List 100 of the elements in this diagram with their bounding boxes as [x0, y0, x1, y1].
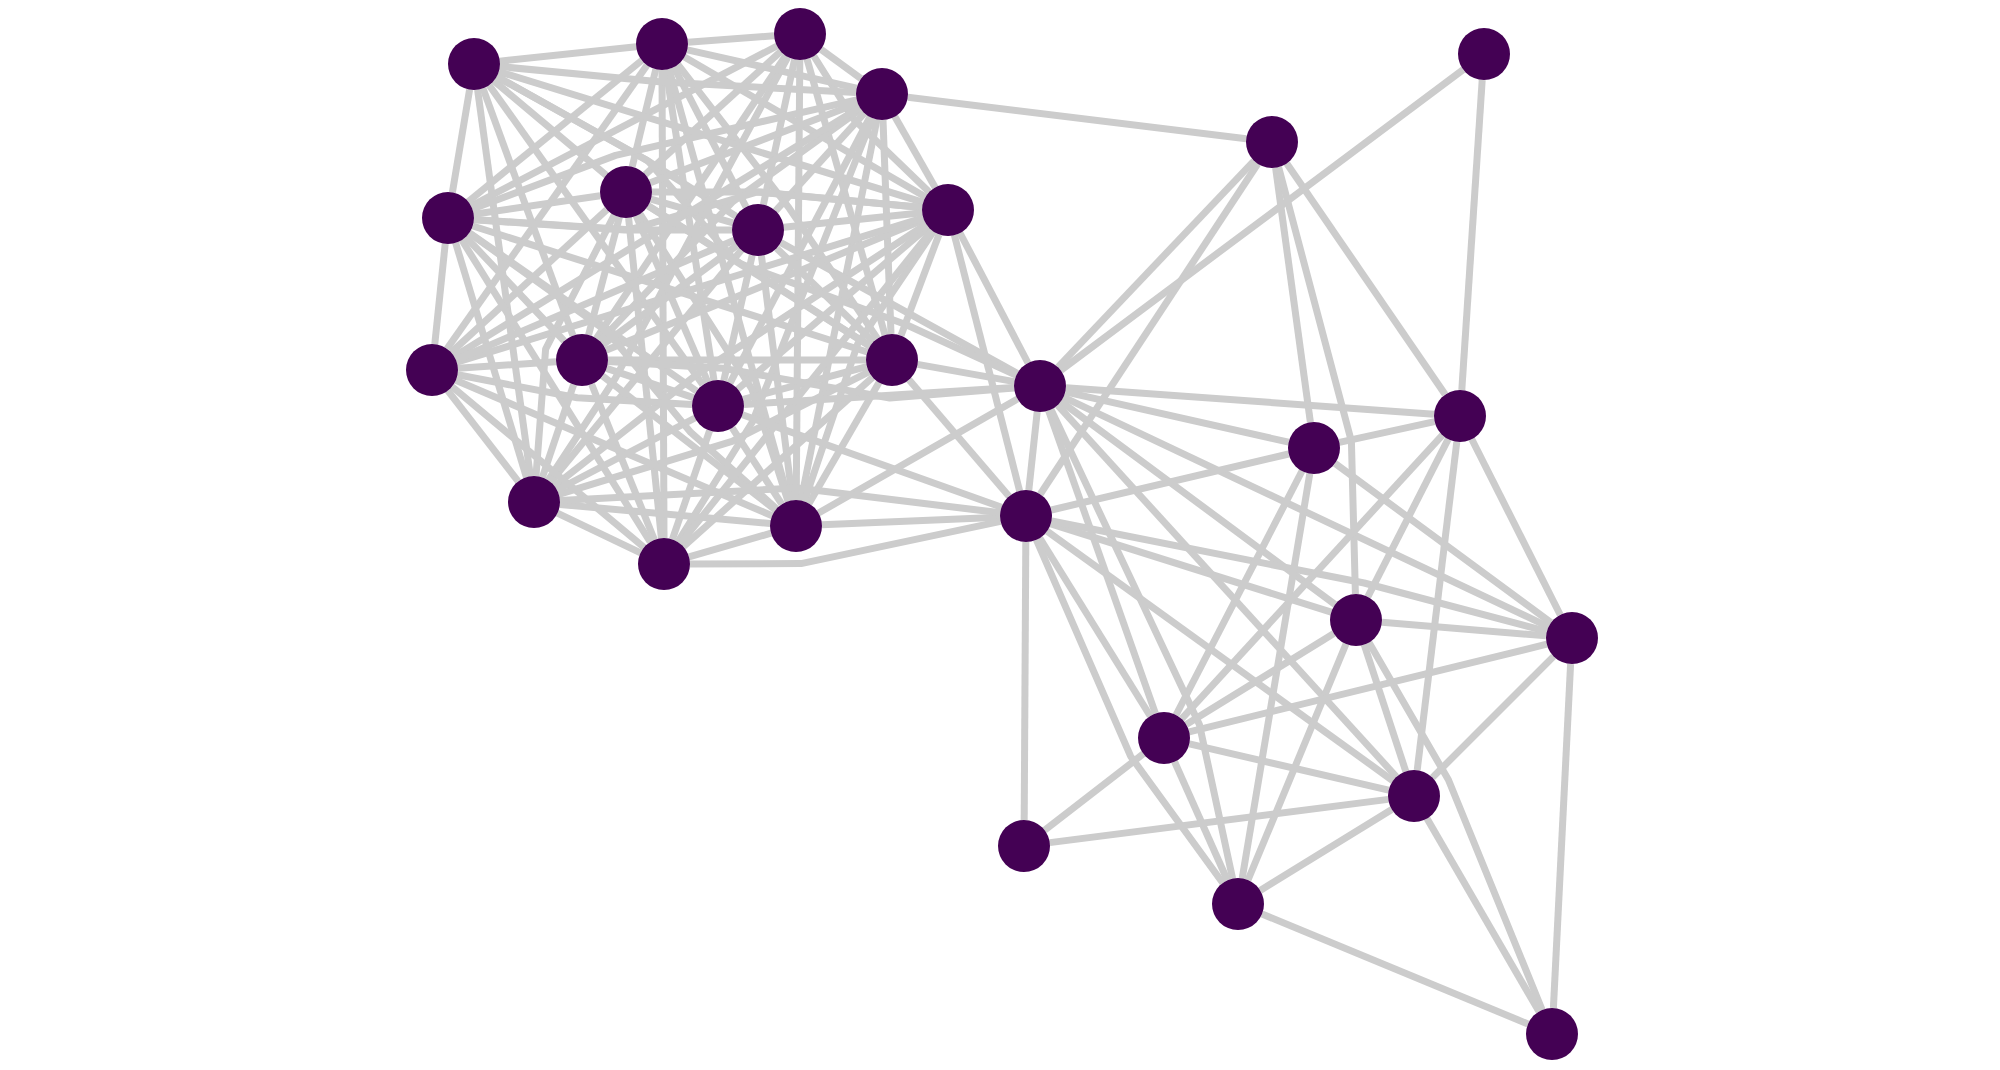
edge-line [467, 229, 699, 395]
network-node [1288, 422, 1340, 474]
edge-line [499, 63, 857, 97]
edge-line [783, 209, 923, 231]
edge-line [454, 237, 736, 363]
network-node [922, 184, 974, 236]
edge-line [1364, 437, 1452, 599]
edge-line [741, 411, 1003, 511]
edge-line [458, 238, 654, 544]
edge-line [821, 513, 1001, 529]
edge-line [456, 371, 693, 408]
edge-line [1172, 469, 1306, 717]
edge-line [499, 43, 637, 65]
edge-line [633, 214, 711, 384]
edge-line [532, 213, 618, 477]
edge-line [805, 380, 883, 506]
edge-line [1033, 538, 1226, 886]
edge-line [743, 384, 1015, 408]
edge-line [637, 212, 792, 503]
edge-line [455, 214, 925, 366]
edge-line [681, 374, 875, 550]
edge-line [547, 247, 745, 485]
edge-line [1549, 663, 1575, 1009]
edge-line [1050, 517, 1548, 635]
edge-line [818, 46, 864, 82]
network-node [636, 18, 688, 70]
edge-line [1049, 520, 1333, 616]
network-node [1330, 594, 1382, 646]
edge-line [557, 368, 871, 498]
edge-line [608, 356, 866, 364]
edge-line [1332, 460, 1554, 626]
edge-line [431, 243, 449, 345]
edge-line [1061, 394, 1551, 630]
network-node [638, 538, 690, 590]
edge-line [642, 48, 784, 178]
edge-line [448, 89, 474, 193]
edge-line [593, 53, 789, 341]
network-node [1138, 712, 1190, 764]
edge-line [497, 68, 925, 206]
edge-line [491, 78, 609, 178]
edge-line [588, 382, 658, 542]
edge-line [559, 500, 771, 528]
edge-line [951, 234, 1023, 492]
edge-line [1047, 408, 1237, 880]
edge-line [604, 216, 926, 354]
edge-line [1365, 640, 1546, 1012]
edge-line [1360, 643, 1410, 773]
edge-line [555, 414, 697, 494]
edge-line [891, 114, 939, 190]
edge-line [1272, 167, 1314, 423]
network-node [1000, 490, 1052, 542]
edge-line [1381, 618, 1547, 640]
edge-line [735, 224, 931, 392]
edge-line [469, 42, 779, 210]
edge-line [907, 93, 1247, 143]
network-node [556, 334, 608, 386]
edge-line [648, 99, 860, 187]
edge-line [759, 58, 799, 206]
edge-line [1188, 640, 1548, 736]
edge-line [448, 207, 610, 355]
edge-line [650, 195, 734, 227]
edge-line [486, 83, 706, 387]
edge-line [688, 529, 772, 561]
edge-line [445, 388, 521, 484]
edge-line [669, 429, 713, 541]
edge-line [1260, 910, 1530, 1028]
edge-line [474, 89, 534, 477]
edge-line [597, 106, 864, 344]
edge-line [539, 383, 577, 479]
edge-line [658, 70, 668, 538]
edge-line [1258, 806, 1394, 894]
network-node [422, 192, 474, 244]
edge-line [1244, 642, 1350, 882]
edge-line [452, 104, 862, 360]
edge-line [792, 59, 804, 501]
edge-line [1065, 384, 1435, 418]
edge-line [774, 245, 876, 345]
edge-line [897, 233, 943, 337]
edge-line [726, 115, 874, 385]
edge-line [677, 228, 935, 546]
network-node [1434, 390, 1486, 442]
network-node [856, 68, 908, 120]
edge-line [1429, 653, 1557, 781]
edge-line [757, 255, 797, 501]
network-node [1014, 360, 1066, 412]
edge-line [625, 217, 665, 539]
edge-line [1045, 409, 1159, 715]
edge-line [810, 54, 932, 195]
edge-line [646, 202, 1018, 379]
network-node [448, 38, 500, 90]
network-node [770, 500, 822, 552]
edge-line [1042, 751, 1146, 833]
edge-line [675, 62, 881, 341]
edge-line [479, 87, 577, 337]
edge-line [1036, 536, 1154, 718]
edge-line [687, 32, 775, 46]
edge-line [1037, 161, 1261, 497]
edge-line [457, 358, 557, 372]
edge-line [1283, 161, 1449, 397]
edge-line [1020, 541, 1030, 821]
